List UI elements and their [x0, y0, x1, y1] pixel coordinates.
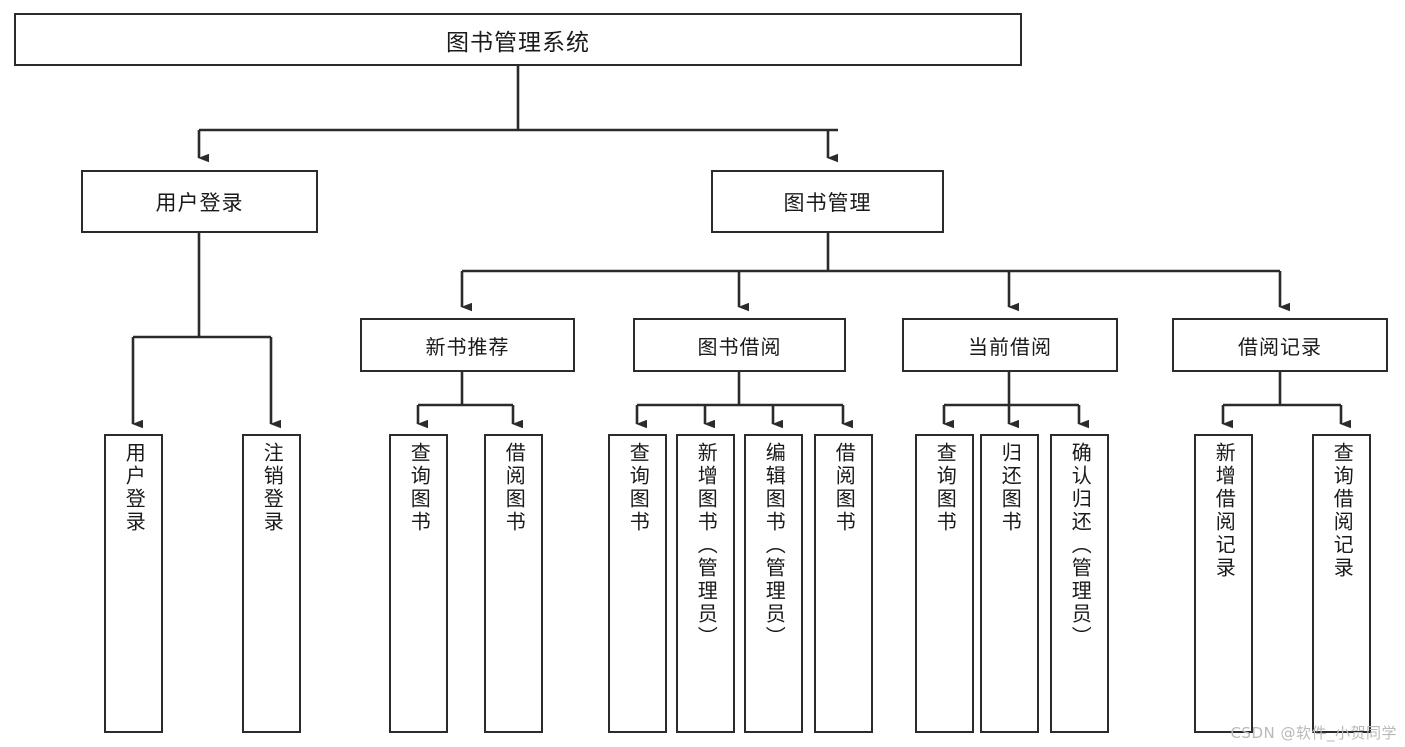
node-label: 查询图书 [626, 442, 651, 534]
leaf-book-borrow-edit[interactable]: 编辑图书（管理员） [744, 434, 803, 733]
leaf-current-borrow-return[interactable]: 归还图书 [980, 434, 1039, 733]
node-label: 借阅图书 [502, 442, 527, 534]
node-label: 注销登录 [260, 442, 285, 534]
node-user-login[interactable]: 用户登录 [81, 170, 318, 233]
node-label: 图书管理 [783, 190, 872, 215]
node-label: 当前借阅 [968, 334, 1052, 359]
node-label: 查询借阅记录 [1330, 442, 1355, 580]
node-label: 编辑图书（管理员） [762, 442, 787, 649]
leaf-book-borrow-query[interactable]: 查询图书 [608, 434, 667, 733]
leaf-new-book-query[interactable]: 查询图书 [389, 434, 448, 733]
node-label: 新增借阅记录 [1212, 442, 1237, 580]
leaf-book-borrow-borrow[interactable]: 借阅图书 [814, 434, 873, 733]
node-root-system[interactable]: 图书管理系统 [14, 13, 1022, 66]
node-label: 查询图书 [407, 442, 432, 534]
leaf-borrow-record-query[interactable]: 查询借阅记录 [1312, 434, 1371, 733]
node-new-book-recommend[interactable]: 新书推荐 [360, 318, 575, 372]
node-label: 用户登录 [155, 190, 244, 215]
node-book-borrow[interactable]: 图书借阅 [633, 318, 846, 372]
watermark: CSDN @软件_小贺同学 [1230, 724, 1397, 742]
node-label: 借阅图书 [832, 442, 857, 534]
node-label: 图书管理系统 [446, 29, 590, 56]
node-label: 新增图书（管理员） [694, 442, 719, 649]
node-label: 借阅记录 [1238, 334, 1322, 359]
node-borrow-record[interactable]: 借阅记录 [1172, 318, 1388, 372]
node-book-management[interactable]: 图书管理 [711, 170, 944, 233]
leaf-new-book-borrow[interactable]: 借阅图书 [484, 434, 543, 733]
node-label: 图书借阅 [697, 334, 782, 359]
node-label: 用户登录 [122, 442, 147, 534]
node-label: 确认归还（管理员） [1068, 442, 1093, 649]
leaf-current-borrow-confirm-return[interactable]: 确认归还（管理员） [1050, 434, 1109, 733]
node-label: 新书推荐 [425, 334, 510, 359]
leaf-user-login-logout[interactable]: 注销登录 [242, 434, 301, 733]
node-label: 查询图书 [933, 442, 958, 534]
leaf-book-borrow-add[interactable]: 新增图书（管理员） [676, 434, 735, 733]
leaf-user-login-login[interactable]: 用户登录 [104, 434, 163, 733]
leaf-borrow-record-add[interactable]: 新增借阅记录 [1194, 434, 1253, 733]
node-current-borrow[interactable]: 当前借阅 [902, 318, 1118, 372]
leaf-current-borrow-query[interactable]: 查询图书 [915, 434, 974, 733]
node-label: 归还图书 [998, 442, 1023, 534]
